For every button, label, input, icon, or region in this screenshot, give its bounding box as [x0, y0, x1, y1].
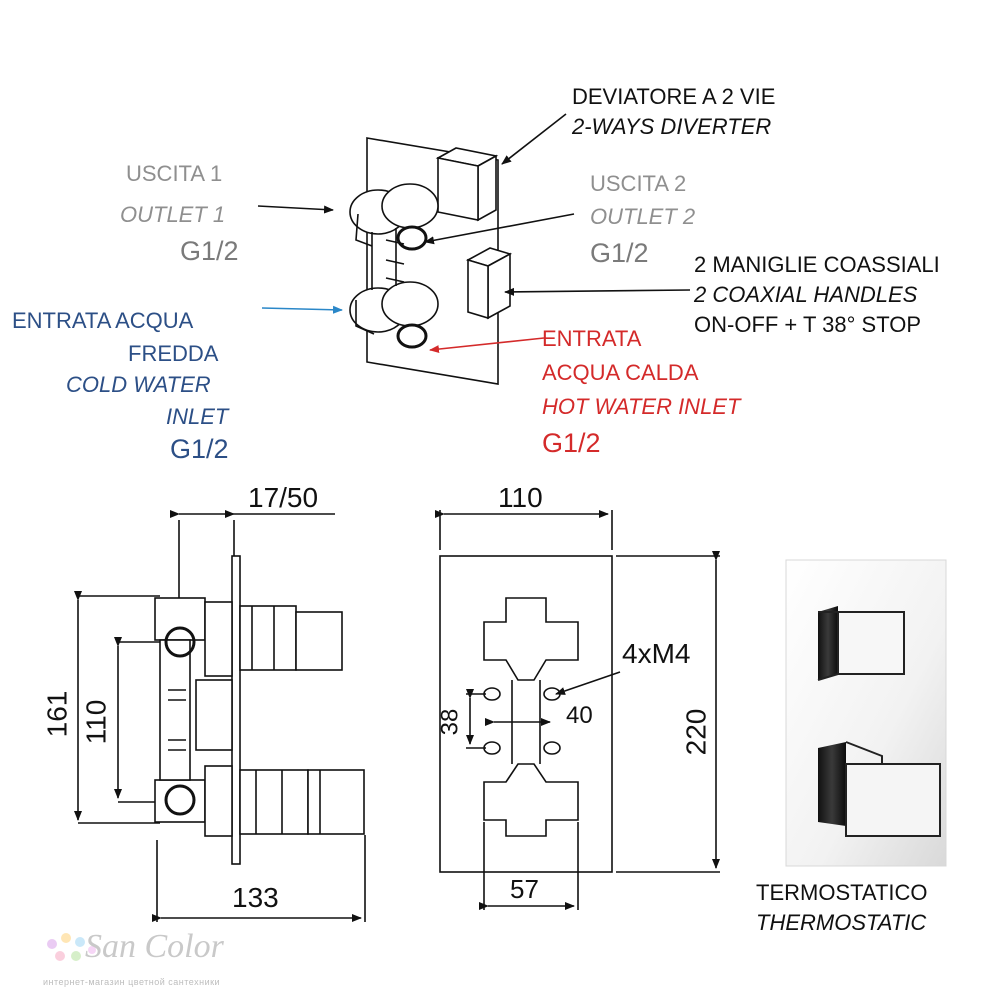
dim-front-width: 110: [498, 482, 543, 513]
outlet1-label-it: USCITA 1: [126, 161, 223, 186]
dim-side-height-total: 161: [41, 690, 73, 738]
cold-inlet-label-it-2: FREDDA: [128, 341, 219, 366]
hot-inlet-label-it-2: ACQUA CALDA: [542, 360, 699, 385]
outlet1-size: G1/2: [180, 236, 239, 266]
cold-inlet-label-it-1: ENTRATA ACQUA: [12, 308, 194, 333]
outlet2-label-en: OUTLET 2: [590, 204, 696, 229]
cold-inlet-size: G1/2: [170, 434, 229, 464]
dim-side-height-inner: 110: [80, 699, 112, 745]
iso-assembly: [349, 137, 513, 385]
watermark-name: San Color: [85, 928, 224, 965]
watermark-logo-icon: [47, 933, 96, 961]
dim-screws: 4xM4: [622, 638, 691, 669]
dim-side-depth: 17/50: [248, 482, 319, 513]
hot-inlet-arrow: [429, 337, 545, 354]
dim-side-width: 133: [232, 882, 279, 913]
hot-inlet-label-it-1: ENTRATA: [542, 326, 642, 351]
thermo-label-en: THERMOSTATIC: [756, 910, 927, 935]
side-view: [74, 510, 366, 922]
dim-bottom-width: 57: [510, 874, 539, 904]
diverter-label-en: 2-WAYS DIVERTER: [572, 114, 772, 139]
outlet2-label-it: USCITA 2: [590, 171, 687, 196]
cold-inlet-label-en-2: INLET: [166, 404, 229, 429]
cold-inlet-arrow: [261, 305, 343, 314]
handles-label-en: 2 COAXIAL HANDLES: [694, 282, 918, 307]
hot-inlet-size: G1/2: [542, 428, 601, 458]
handles-arrow: [504, 287, 691, 296]
outlet2-size: G1/2: [590, 238, 649, 268]
dim-screw-horizontal: 40: [566, 702, 593, 729]
handles-label-it: 2 MANIGLIE COASSIALI: [694, 252, 940, 277]
diverter-label-it: DEVIATORE A 2 VIE: [572, 84, 776, 109]
handles-spec: ON-OFF + T 38° STOP: [694, 312, 922, 337]
outlet1-arrow: [257, 205, 334, 214]
diverter-arrow: [501, 113, 567, 165]
outlet2-arrow: [424, 213, 575, 245]
outlet1-label-en: OUTLET 1: [120, 202, 226, 227]
front-view: [435, 510, 720, 910]
thermo-label-it: TERMOSTATICO: [756, 880, 928, 905]
cold-inlet-label-en-1: COLD WATER: [66, 372, 211, 397]
dim-screw-vertical: 38: [436, 708, 464, 736]
hot-inlet-label-en: HOT WATER INLET: [542, 394, 741, 419]
watermark-subtitle: интернет-магазин цветной сантехники: [43, 977, 221, 987]
dim-front-height: 220: [680, 708, 712, 756]
product-photo: [785, 559, 947, 867]
